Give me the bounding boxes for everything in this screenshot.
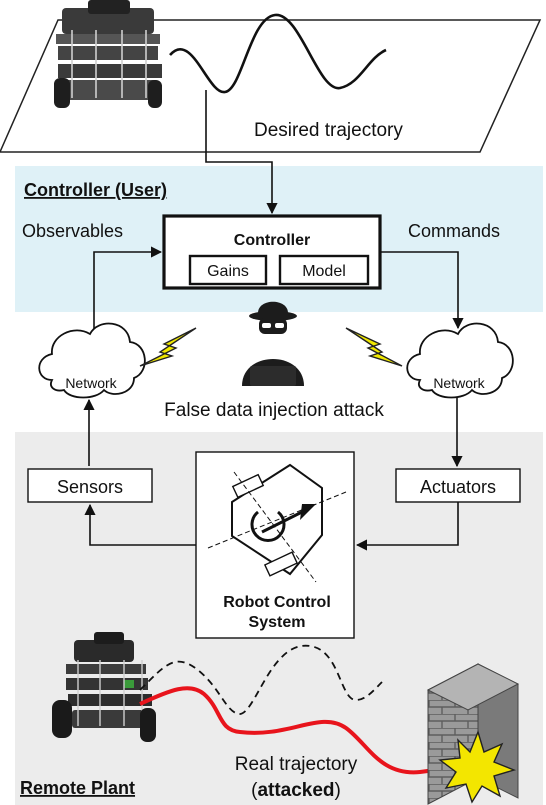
wheel-top [231,473,265,499]
controller-section-title: Controller (User) [24,180,167,200]
controller-label: Controller [234,232,310,249]
robot-bottom-image [52,632,156,742]
gains-label: Gains [207,263,249,280]
remote-plant-title: Remote Plant [20,778,135,798]
commands-label: Commands [408,221,500,241]
actuators-label: Actuators [420,477,496,497]
observables-arrow [93,246,163,330]
wheel-bottom [263,551,299,577]
sensors-label: Sensors [57,477,123,497]
network-left-label: Network [65,375,117,391]
robot-control-system: Robot Control System [195,451,355,639]
robot-to-sensors-arrow [84,503,196,546]
robot-control-label-2: System [249,614,306,631]
attacked-word: attacked [257,780,334,801]
gains-box [188,254,268,286]
attack-label: False data injection attack [164,400,384,421]
controller-block: Controller Gains Model [162,214,382,290]
observables-label: Observables [22,221,123,241]
trajectory-to-controller-arrow [205,90,278,215]
lightning-left-icon [139,327,197,367]
commands-arrow [380,251,464,330]
attacked-label: (attacked) [251,780,341,801]
desired-trajectory-curve [169,13,387,94]
robot-chassis-diagram [231,463,323,576]
impact-burst-icon [438,729,517,804]
actuators-to-robot-arrow [355,502,459,551]
network-cloud-right: Network [406,322,514,399]
model-label: Model [302,263,346,280]
real-trajectory [139,686,472,775]
desired-trajectory-label: Desired trajectory [254,120,403,141]
robot-control-label-1: Robot Control [223,594,331,611]
network-right-label: Network [433,375,485,391]
heading-arrow-icon [300,504,316,520]
real-trajectory-label: Real trajectory [235,754,358,775]
robot-control-box [195,451,355,639]
network-cloud-left: Network [38,322,146,399]
sensors-box [27,468,153,503]
hacker-icon [242,301,304,386]
robot-top-image [54,0,162,108]
model-box [278,254,370,286]
actuators-box [395,468,521,503]
lightning-right-icon [345,327,403,367]
